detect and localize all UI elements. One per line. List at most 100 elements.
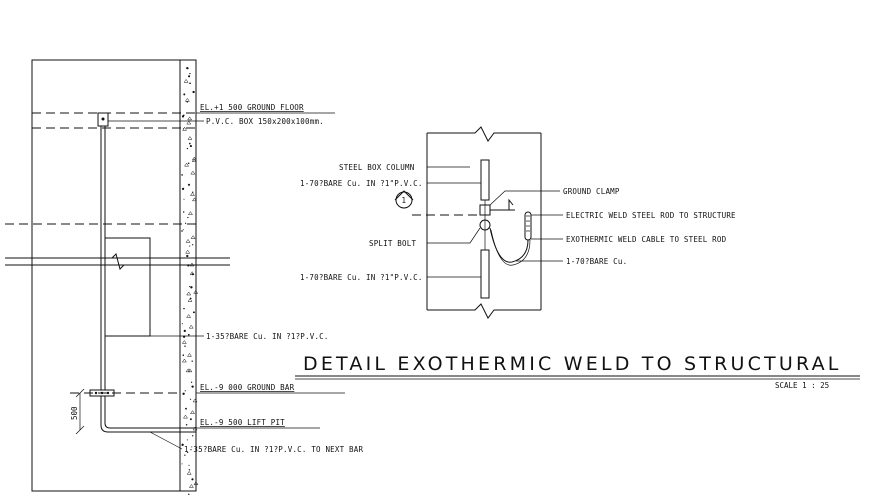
concrete-speck: [186, 147, 189, 150]
callout-circle: [395, 191, 413, 209]
concrete-speck: [188, 464, 190, 466]
split-bolt-leader: [427, 227, 481, 244]
concrete-aggregate: [188, 484, 194, 488]
concrete-speck: [189, 286, 191, 288]
bare-cu-bracket: [105, 237, 151, 337]
callout-number: 1: [402, 196, 407, 205]
concrete-speck: [189, 418, 192, 421]
concrete-speck: [188, 142, 191, 145]
concrete-speck: [189, 82, 191, 85]
concrete-aggregate: [183, 414, 188, 419]
concrete-speck: [187, 162, 190, 164]
concrete-speck: [182, 354, 185, 356]
concrete-aggregate: [184, 97, 190, 102]
concrete-speck: [188, 75, 191, 78]
label-steel-box-column: STEEL BOX COLUMN: [339, 163, 414, 172]
label-pvc-box: P.V.C. BOX 150x200x100mm.: [206, 117, 324, 126]
concrete-aggregate: [187, 116, 193, 121]
pvc-conduit-top: [480, 159, 490, 201]
concrete-speck: [181, 230, 183, 232]
concrete-speck: [189, 297, 192, 300]
concrete-speck: [186, 254, 189, 258]
concrete-aggregate: [184, 162, 190, 167]
label-bare-cu-70-bottom: 1-70?BARE Cu. IN ?1"P.V.C.: [300, 273, 423, 282]
label-bare-cu-70: 1-70?BARE Cu.: [566, 257, 627, 266]
concrete-aggregate: [181, 358, 187, 363]
concrete-aggregate: [191, 156, 197, 161]
concrete-aggregate: [192, 426, 198, 431]
concrete-speck: [181, 115, 185, 118]
concrete-aggregate: [193, 481, 199, 486]
concrete-aggregate: [193, 289, 199, 294]
concrete-speck: [192, 311, 195, 314]
concrete-aggregate: [186, 120, 192, 125]
concrete-aggregate: [189, 262, 195, 267]
concrete-aggregate: [192, 398, 198, 403]
concrete-aggregate: [186, 470, 192, 475]
label-split-bolt: SPLIT BOLT: [369, 239, 416, 248]
ground-bar-bolt: [106, 391, 110, 395]
scale-label: SCALE 1 : 25: [775, 381, 829, 390]
concrete-speck: [183, 307, 185, 310]
concrete-speck: [181, 443, 184, 446]
concrete-speck: [186, 439, 188, 441]
concrete-speck: [184, 345, 186, 347]
concrete-aggregate: [190, 410, 195, 414]
concrete-speck: [191, 360, 193, 362]
concrete-aggregate: [190, 235, 196, 239]
concrete-speck: [184, 390, 186, 392]
concrete-aggregate: [191, 158, 197, 162]
concrete-speck: [183, 211, 185, 213]
dim-tick: [75, 425, 85, 435]
concrete-speck: [187, 333, 190, 336]
drawing-title: DETAIL EXOTHERMIC WELD TO STRUCTURAL: [303, 353, 842, 375]
label-ground-bar: EL.-9 000 GROUND BAR: [200, 383, 295, 392]
concrete-speck: [191, 385, 194, 388]
concrete-speck: [185, 407, 187, 410]
label-lift-pit: EL.-9 500 LIFT PIT: [200, 418, 285, 427]
concrete-aggregate: [190, 192, 195, 196]
concrete-speck: [182, 392, 185, 395]
concrete-speck: [191, 446, 193, 448]
concrete-aggregate: [182, 126, 188, 131]
concrete-speck: [183, 93, 186, 96]
concrete-speck: [186, 66, 189, 70]
concrete-speck: [183, 329, 186, 333]
label-next-bar: 1-35?BARE Cu. IN ?1?P.V.C. TO NEXT BAR: [184, 445, 363, 454]
concrete-aggregate: [183, 78, 189, 83]
label-electric-weld: ELECTRIC WELD STEEL ROD TO STRUCTURE: [566, 211, 736, 220]
label-bare-cu-35: 1-35?BARE Cu. IN ?1?P.V.C.: [206, 332, 329, 341]
concrete-aggregate: [185, 238, 191, 243]
concrete-aggregate: [187, 368, 193, 373]
concrete-speck: [184, 454, 186, 456]
concrete-hatch: [181, 66, 199, 496]
callout-arrow: [394, 190, 414, 201]
concrete-speck: [187, 183, 191, 186]
concrete-aggregate: [185, 249, 191, 254]
concrete-speck: [192, 435, 194, 437]
concrete-aggregate: [186, 291, 192, 296]
label-exothermic-weld: EXOTHERMIC WELD CABLE TO STEEL ROD: [566, 235, 727, 244]
concrete-speck: [190, 381, 193, 383]
next-bar-cable-2: [104, 396, 196, 429]
dim-500: 500: [70, 406, 79, 420]
detail-section: 1 STEEL BOX COLUMN 1-70?BARE Cu. IN ?1"P…: [300, 126, 736, 319]
clamp-tab: [508, 198, 514, 210]
concrete-aggregate: [186, 314, 192, 318]
concrete-speck: [184, 222, 187, 224]
concrete-speck: [192, 90, 195, 94]
split-bolt: [479, 219, 491, 231]
concrete-speck: [186, 101, 189, 103]
concrete-speck: [191, 273, 194, 276]
next-bar-leader: [149, 431, 183, 450]
next-bar-cable: [100, 396, 196, 433]
concrete-aggregate: [188, 324, 194, 329]
left-section: 500 EL.+1 500 GROUND FLOOR P.V.C. BOX 15…: [5, 59, 363, 496]
pvc-box: [97, 112, 109, 127]
concrete-speck: [189, 398, 192, 400]
concrete-aggregate: [190, 170, 196, 175]
pvc-conduit-bottom: [480, 249, 490, 299]
concrete-speck: [189, 245, 191, 247]
concrete-speck: [189, 145, 192, 148]
